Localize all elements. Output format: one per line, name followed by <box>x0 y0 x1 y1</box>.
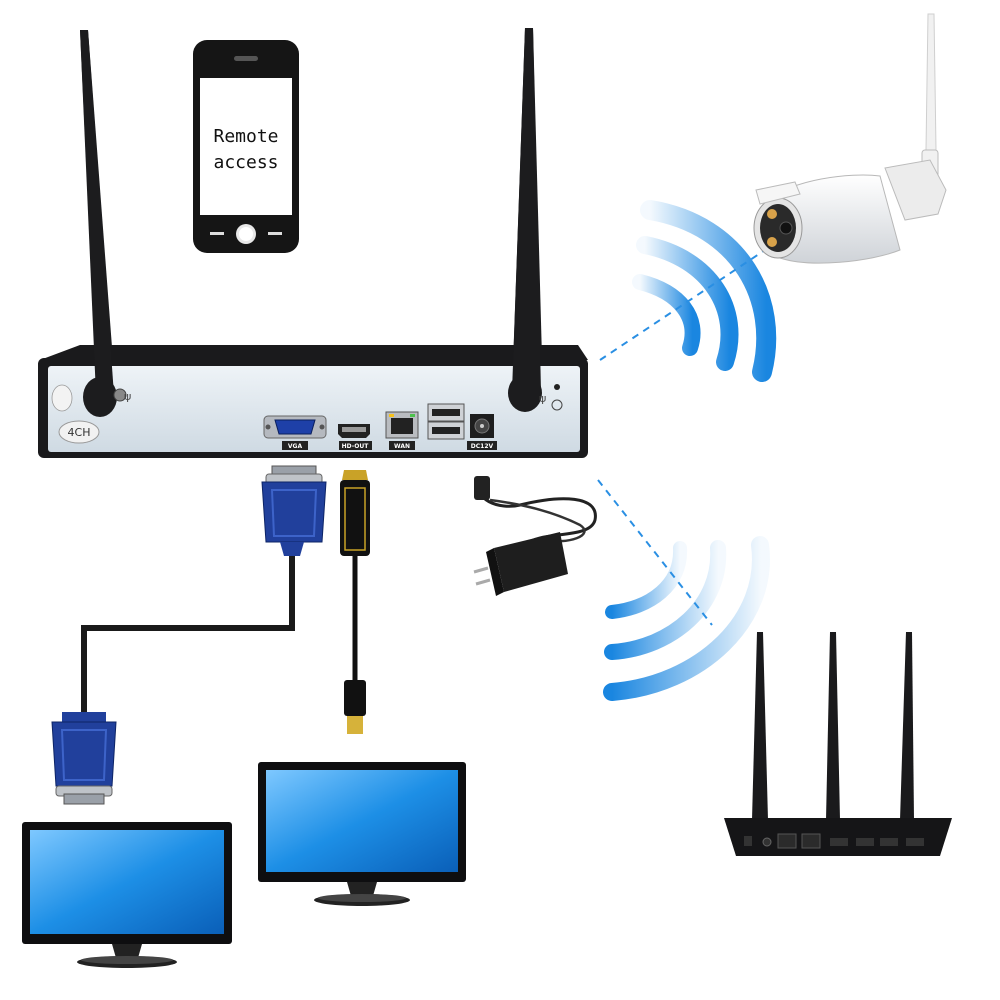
wan-port-label: WAN <box>394 443 410 450</box>
wireless-signal-router <box>597 479 770 701</box>
wifi-antenna-symbol-left: ψ <box>124 390 131 403</box>
dc-port-label: DC12V <box>471 443 494 450</box>
vga-cable <box>51 465 327 805</box>
ground-icon <box>551 399 563 411</box>
monitor-right <box>258 762 466 906</box>
usb-ports <box>427 403 465 440</box>
wifi-antenna-symbol-right: ψ <box>539 392 546 405</box>
antenna-connector-left <box>113 388 127 402</box>
nvr-recorder: ψ ψ 4CH VGA HD-OUT <box>38 28 588 458</box>
hdmi-port: HD-OUT <box>338 424 372 450</box>
wan-port: WAN <box>385 411 419 450</box>
wireless-signal-camera <box>599 200 777 382</box>
monitor-left <box>22 822 232 968</box>
dc-power-port: DC12V <box>467 414 497 450</box>
vga-port: VGA <box>263 415 327 450</box>
phone-screen-text-line2: access <box>213 152 278 173</box>
vga-port-label: VGA <box>288 443 303 450</box>
channel-badge-text: 4CH <box>68 426 91 439</box>
hdmi-cable <box>340 470 370 734</box>
power-adapter <box>473 476 597 596</box>
qc-sticker <box>51 384 73 412</box>
smartphone: Remote access <box>193 40 299 253</box>
power-led <box>554 384 560 390</box>
phone-screen-text-line1: Remote <box>213 126 278 147</box>
channel-badge <box>58 420 100 444</box>
wifi-router <box>724 632 952 856</box>
hdmi-port-label: HD-OUT <box>342 443 370 450</box>
bullet-camera <box>753 13 947 264</box>
